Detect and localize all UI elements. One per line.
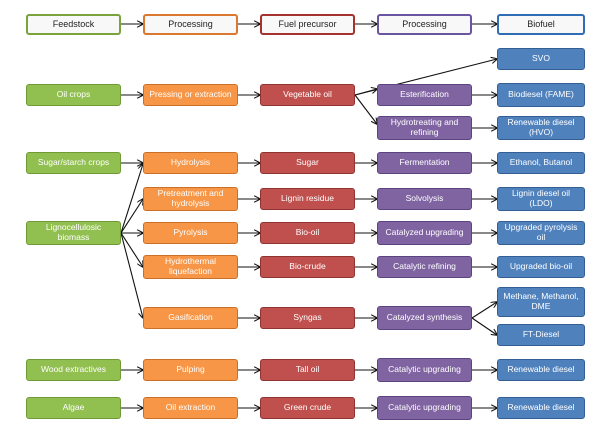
process-catalyzed-synthesis: Catalyzed synthesis xyxy=(377,306,472,330)
arrow-synthesis-methane xyxy=(471,302,497,319)
arrow-ligno-hydrolysis xyxy=(120,164,143,234)
biofuel-renewable-diesel-algae: Renewable diesel xyxy=(497,397,585,419)
process-hydrolysis: Hydrolysis xyxy=(143,152,238,174)
process-pretreatment: Pretreatment and hydrolysis xyxy=(143,187,238,211)
biofuel-upgraded-bio-oil: Upgraded bio-oil xyxy=(497,256,585,278)
precursor-green-crude: Green crude xyxy=(260,397,355,419)
precursor-lignin-residue: Lignin residue xyxy=(260,188,355,210)
biofuel-ldo: Lignin diesel oil (LDO) xyxy=(497,187,585,211)
process-catalytic-refining: Catalytic refining xyxy=(377,256,472,278)
precursor-bio-crude: Bio-crude xyxy=(260,256,355,278)
header-feedstock: Feedstock xyxy=(26,14,121,35)
feedstock-lignocellulosic: Lignocellulosic biomass xyxy=(26,221,121,245)
process-oil-extraction: Oil extraction xyxy=(143,397,238,419)
process-pyrolysis: Pyrolysis xyxy=(143,222,238,244)
precursor-vegetable-oil: Vegetable oil xyxy=(260,84,355,106)
biofuel-ft-diesel: FT-Diesel xyxy=(497,324,585,346)
process-solvolysis: Solvolysis xyxy=(377,188,472,210)
process-pulping: Pulping xyxy=(143,359,238,381)
process-catalytic-upgrading-tall: Catalytic upgrading xyxy=(377,358,472,382)
feedstock-wood-extractives: Wood extractives xyxy=(26,359,121,381)
header-processing-2: Processing xyxy=(377,14,472,35)
biofuel-renewable-diesel-tall: Renewable diesel xyxy=(497,359,585,381)
arrow-synthesis-ft xyxy=(471,317,497,335)
process-pressing: Pressing or extraction xyxy=(143,84,238,106)
feedstock-algae: Algae xyxy=(26,397,121,419)
biofuel-svo: SVO xyxy=(497,48,585,70)
feedstock-oil-crops: Oil crops xyxy=(26,84,121,106)
precursor-bio-oil: Bio-oil xyxy=(260,222,355,244)
precursor-sugar: Sugar xyxy=(260,152,355,174)
precursor-tall-oil: Tall oil xyxy=(260,359,355,381)
biofuel-ethanol: Ethanol, Butanol xyxy=(497,152,585,174)
header-fuel-precursor: Fuel precursor xyxy=(260,14,355,35)
header-processing-1: Processing xyxy=(143,14,238,35)
process-catalytic-upgrading-algae: Catalytic upgrading xyxy=(377,396,472,420)
arrow-ligno-htl xyxy=(120,232,143,267)
arrow-ligno-pretreatment xyxy=(120,199,143,234)
process-fermentation: Fermentation xyxy=(377,152,472,174)
arrow-vegoil-hydrotreating xyxy=(354,94,377,124)
biofuel-hvo: Renewable diesel (HVO) xyxy=(497,116,585,140)
process-catalyzed-upgrading: Catalyzed upgrading xyxy=(377,221,472,245)
biofuel-biodiesel: Biodiesel (FAME) xyxy=(497,83,585,107)
arrow-ligno-gasification xyxy=(120,232,143,318)
precursor-syngas: Syngas xyxy=(260,307,355,329)
header-biofuel: Biofuel xyxy=(497,14,585,35)
process-esterification: Esterification xyxy=(377,84,472,106)
biofuel-upgraded-pyrolysis: Upgraded pyrolysis oil xyxy=(497,221,585,245)
biofuel-methane: Methane, Methanol, DME xyxy=(497,287,585,317)
process-gasification: Gasification xyxy=(143,307,238,329)
process-htl: Hydrothermal liquefaction xyxy=(143,255,238,279)
process-hydrotreating: Hydrotreating and refining xyxy=(377,116,472,140)
feedstock-sugar-starch: Sugar/starch crops xyxy=(26,152,121,174)
